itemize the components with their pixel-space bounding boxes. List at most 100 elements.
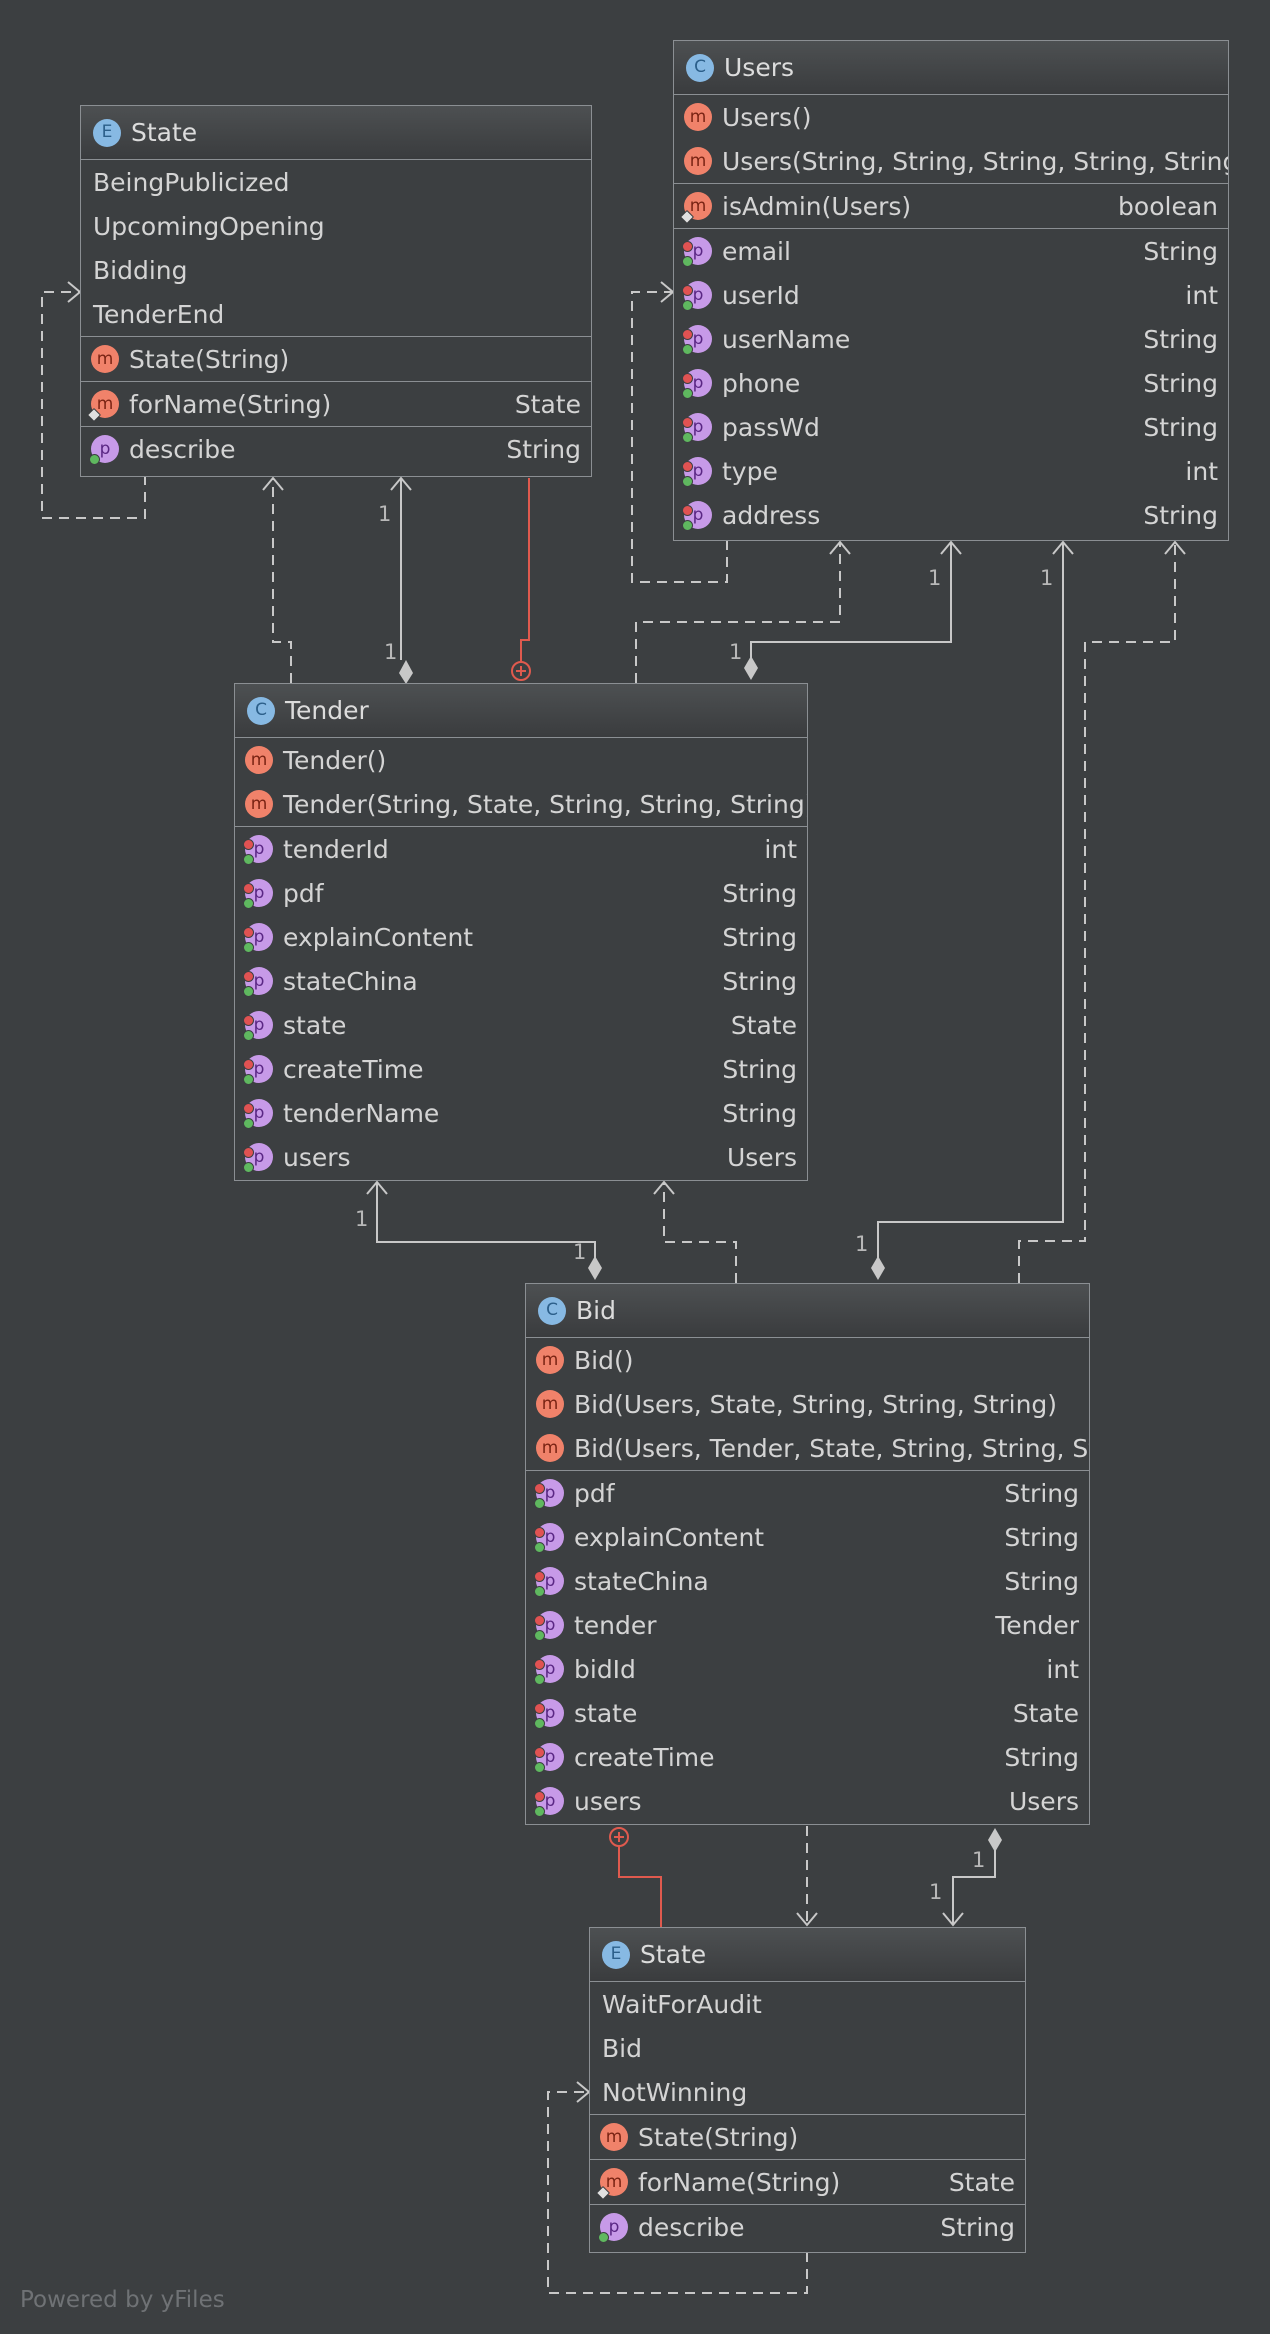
method-icon: m bbox=[91, 345, 119, 373]
method-icon: m bbox=[536, 1390, 564, 1418]
enum-icon: E bbox=[93, 118, 121, 147]
state-top-enum-node[interactable]: E State BeingPublicized UpcomingOpening … bbox=[80, 105, 592, 477]
users-self-dependency bbox=[631, 291, 728, 583]
property-icon: p bbox=[598, 2213, 628, 2243]
method-icon: m bbox=[684, 147, 712, 175]
enum-constant: Bidding bbox=[93, 255, 188, 285]
property-icon: p bbox=[534, 1567, 564, 1597]
multiplicity-label: 1 bbox=[972, 1848, 986, 1872]
property-icon: p bbox=[534, 1699, 564, 1729]
multiplicity-label: 1 bbox=[1040, 566, 1054, 590]
multiplicity-label: 1 bbox=[928, 566, 942, 590]
method-icon: m bbox=[245, 746, 273, 774]
method-icon: m bbox=[536, 1346, 564, 1374]
bid-title: Bid bbox=[576, 1296, 616, 1325]
state-top-title: State bbox=[131, 118, 198, 147]
state-top-header: E State bbox=[81, 106, 591, 160]
enum-constant: Bid bbox=[602, 2033, 642, 2063]
multiplicity-label: 1 bbox=[729, 640, 743, 664]
multiplicity-label: 1 bbox=[355, 1207, 369, 1231]
multiplicity-label: 1 bbox=[384, 640, 398, 664]
property-icon: p bbox=[534, 1479, 564, 1509]
state-top-constants: BeingPublicized UpcomingOpening Bidding … bbox=[81, 160, 591, 337]
multiplicity-label: 1 bbox=[855, 1232, 869, 1256]
state-bottom-title: State bbox=[640, 1940, 707, 1969]
property-icon: p bbox=[682, 413, 712, 443]
users-header: C Users bbox=[674, 41, 1228, 95]
method-icon: m bbox=[536, 1434, 564, 1462]
tender-users-dependency bbox=[635, 542, 841, 683]
powered-by-footer: Powered by yFiles bbox=[20, 2287, 225, 2313]
method-icon: m bbox=[600, 2123, 628, 2151]
state-bottom-header: E State bbox=[590, 1928, 1025, 1982]
property-icon: p bbox=[534, 1523, 564, 1553]
enum-icon: E bbox=[602, 1940, 630, 1969]
property-icon: p bbox=[243, 1099, 273, 1129]
tender-state-dependency bbox=[272, 478, 292, 683]
enum-constant: WaitForAudit bbox=[602, 1989, 762, 2019]
state-bottom-self-dependency bbox=[547, 2091, 808, 2294]
class-icon: C bbox=[247, 696, 275, 725]
property-icon: p bbox=[682, 325, 712, 355]
multiplicity-label: 1 bbox=[929, 1880, 943, 1904]
property-icon: p bbox=[243, 835, 273, 865]
static-method-icon: m bbox=[595, 2168, 628, 2201]
property-icon: p bbox=[682, 369, 712, 399]
state-top-self-dependency bbox=[41, 291, 146, 519]
state-bottom-constants: WaitForAudit Bid NotWinning bbox=[590, 1982, 1025, 2115]
multiplicity-label: 1 bbox=[378, 502, 392, 526]
bid-inner-class-edge bbox=[618, 1838, 662, 1927]
property-icon: p bbox=[243, 1143, 273, 1173]
enum-constant: BeingPublicized bbox=[93, 167, 290, 197]
property-icon: p bbox=[243, 879, 273, 909]
property-icon: p bbox=[682, 457, 712, 487]
state-bottom-enum-node[interactable]: E State WaitForAudit Bid NotWinning m Sta… bbox=[589, 1927, 1026, 2253]
bid-header: C Bid bbox=[526, 1284, 1089, 1338]
property-icon: p bbox=[534, 1787, 564, 1817]
property-icon: p bbox=[682, 281, 712, 311]
property-icon: p bbox=[243, 1011, 273, 1041]
property-icon: p bbox=[534, 1743, 564, 1773]
users-title: Users bbox=[724, 53, 795, 82]
bid-users-association bbox=[877, 542, 1064, 1260]
class-icon: C bbox=[686, 53, 714, 82]
bid-state-association bbox=[952, 1850, 996, 1925]
bid-tender-dependency bbox=[663, 1182, 737, 1283]
multiplicity-label: 1 bbox=[573, 1240, 587, 1264]
